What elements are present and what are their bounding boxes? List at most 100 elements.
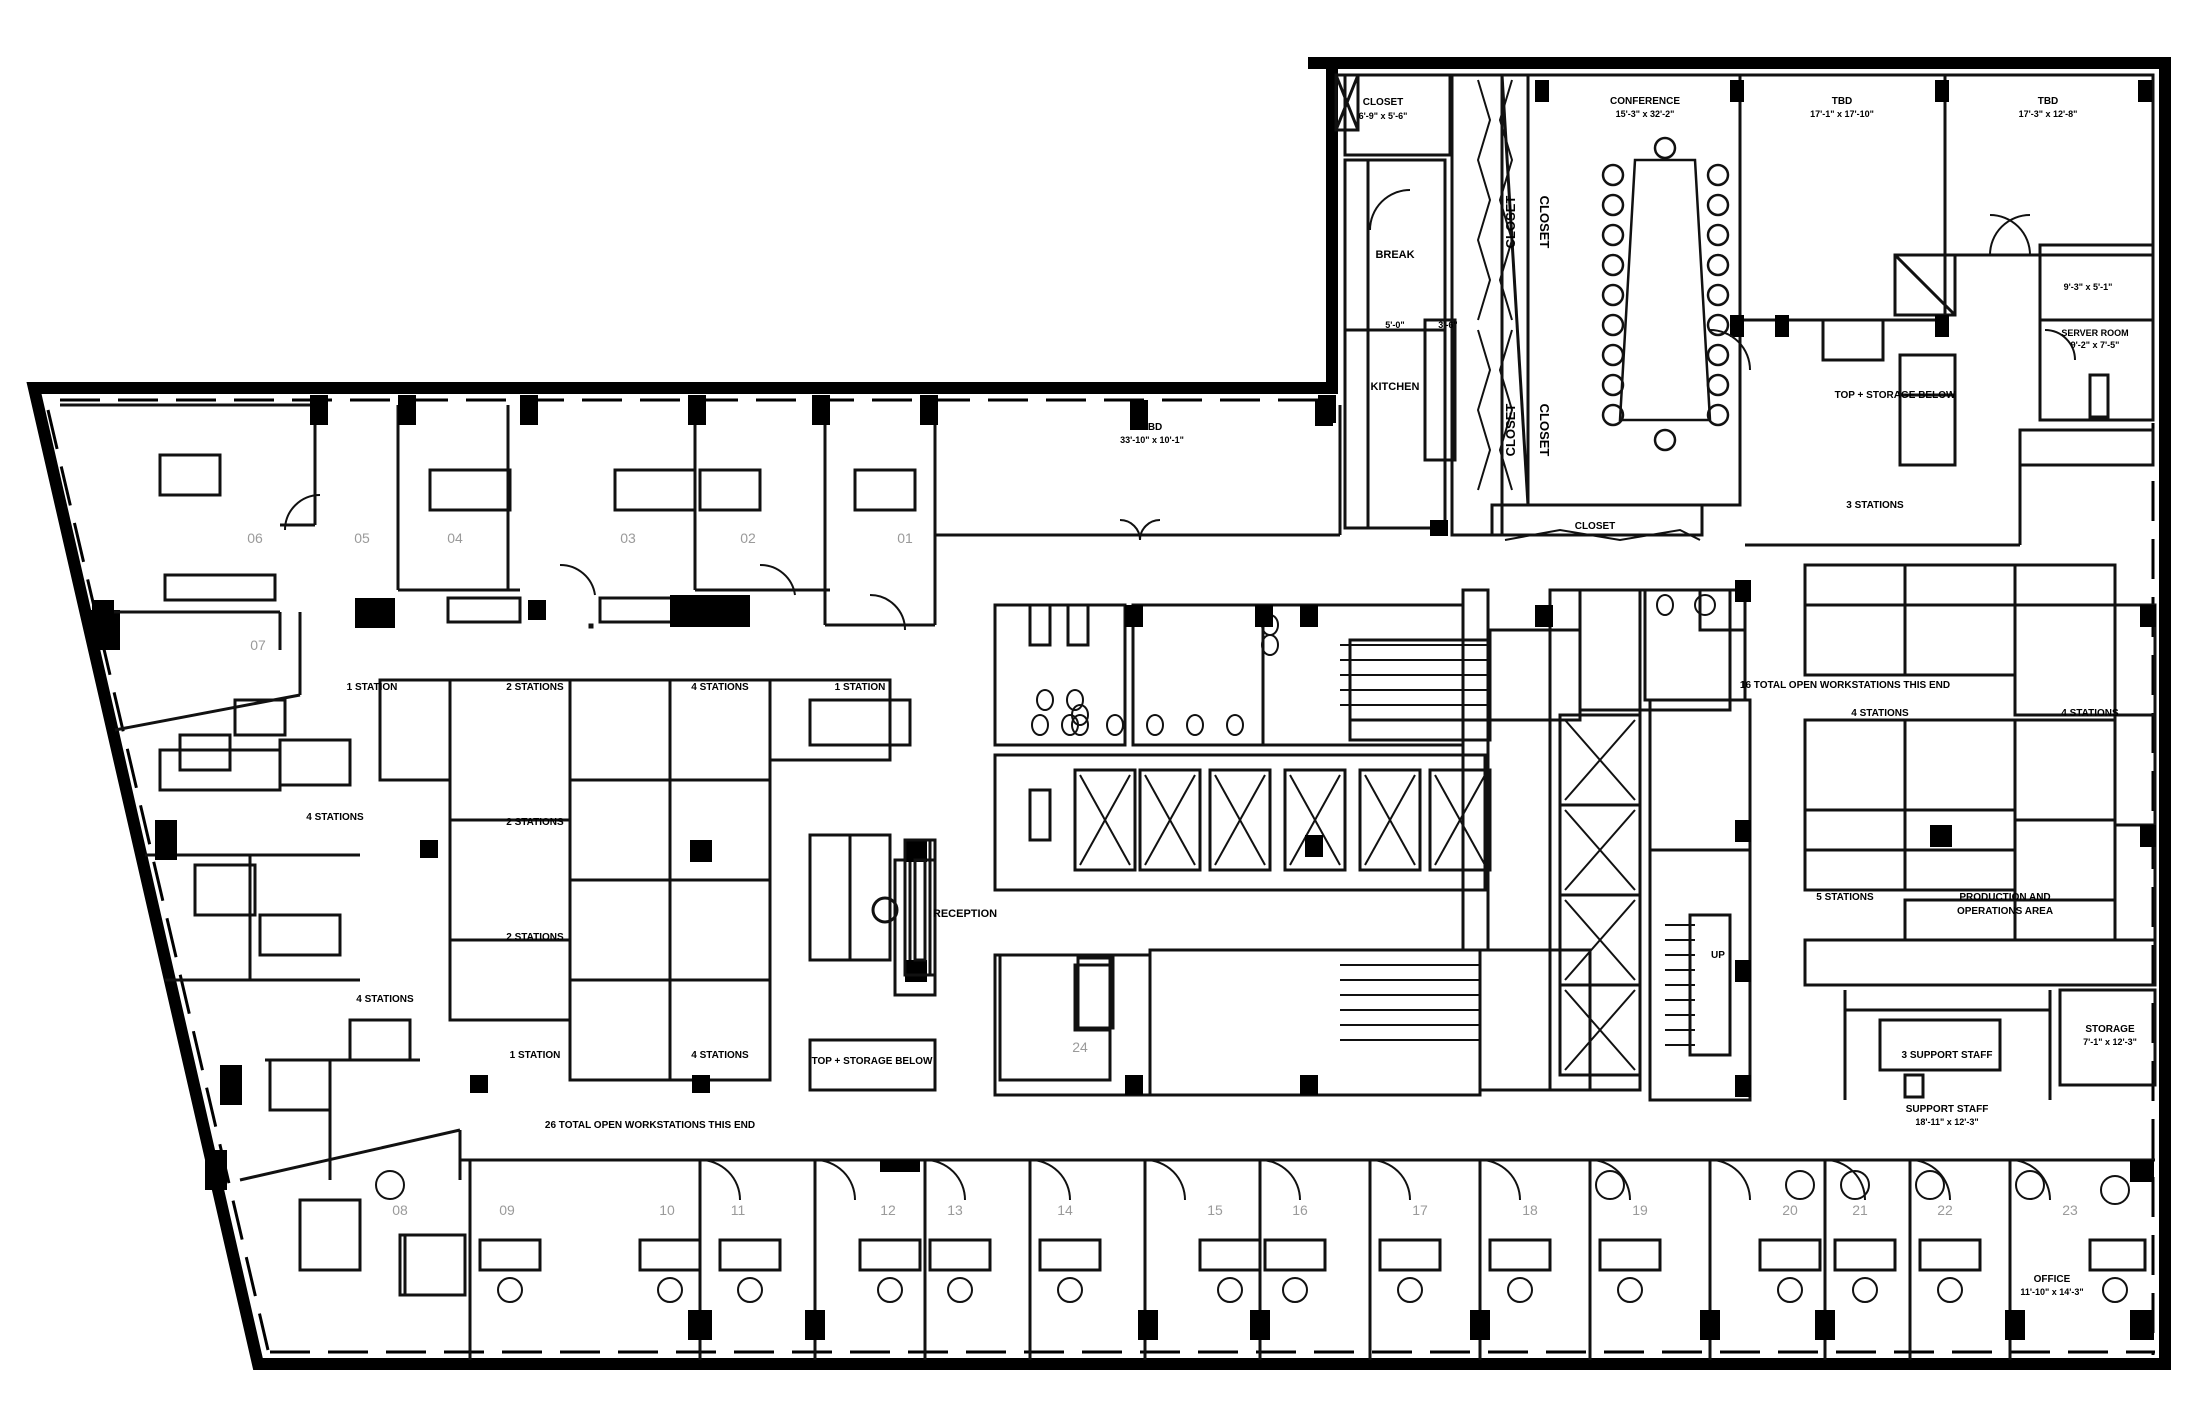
office-number-02: 02: [740, 530, 756, 546]
office-number-12: 12: [880, 1202, 896, 1218]
tbd-1-name: TBD: [1832, 96, 1853, 107]
top-office-columns: [90, 395, 1448, 650]
kitchen-dim-a: 5'-0": [1385, 320, 1404, 330]
server-room-dim: 9'-2" x 7'-5": [2071, 340, 2120, 350]
reception-desk: [871, 838, 1112, 1082]
closet-vertical-3: CLOSET: [1503, 404, 1518, 457]
storage-name: STORAGE: [2085, 1024, 2135, 1035]
conference-table: [1601, 136, 1730, 452]
central-workstations: [378, 678, 937, 1092]
office-number-09: 09: [499, 1202, 515, 1218]
closet-top-name: CLOSET: [1363, 97, 1404, 108]
office-number-23: 23: [2062, 1202, 2078, 1218]
office-chairs: [375, 1170, 2130, 1303]
storage-dim: 7'-1" x 12'-3": [2083, 1037, 2137, 1047]
left-wedge-walls: [100, 573, 467, 1297]
top-storage-left: TOP + STORAGE BELOW: [812, 1056, 933, 1067]
station-label: 2 STATIONS: [506, 817, 564, 828]
station-labels: 1 STATION 2 STATIONS 4 STATIONS 1 STATIO…: [306, 500, 2119, 1131]
reception-label: RECEPTION: [933, 908, 997, 920]
closet-vertical-2: CLOSET: [1537, 196, 1552, 249]
support-staff-dim: 18'-11" x 12'-3": [1915, 1117, 1978, 1127]
kitchen-label: KITCHEN: [1371, 381, 1420, 393]
top-wing-walls: [1334, 73, 2155, 537]
closet-top-dim: 6'-9" x 5'-6": [1359, 111, 1408, 121]
office-numbers: 01 02 03 04 05 06 07 08 09 10 11 12 13 1…: [247, 530, 2078, 1218]
office-number-03: 03: [620, 530, 636, 546]
office-number-10: 10: [659, 1202, 675, 1218]
office-number-14: 14: [1057, 1202, 1073, 1218]
tbd-center-name: TBD: [1142, 422, 1163, 433]
office-number-21: 21: [1852, 1202, 1868, 1218]
office-23-dim: 11'-10" x 14'-3": [2020, 1287, 2083, 1297]
server-room-name: SERVER ROOM: [2061, 328, 2128, 338]
tbd-center-dim: 33'-10" x 10'-1": [1120, 435, 1184, 445]
closet-bottom-label: CLOSET: [1575, 521, 1616, 532]
office-number-15: 15: [1207, 1202, 1223, 1218]
office-number-08: 08: [392, 1202, 408, 1218]
right-workstations: [1745, 430, 2157, 987]
office-number-17: 17: [1412, 1202, 1428, 1218]
office-number-05: 05: [354, 530, 370, 546]
tbd-1-dim: 17'-1" x 17'-10": [1810, 109, 1874, 119]
break-label: BREAK: [1375, 249, 1414, 261]
core-walls: [993, 588, 1752, 1102]
office-number-04: 04: [447, 530, 463, 546]
support-staff-3: 3 SUPPORT STAFF: [1902, 1050, 1993, 1061]
office-number-13: 13: [947, 1202, 963, 1218]
office-number-11: 11: [731, 1202, 746, 1218]
operations-label: OPERATIONS AREA: [1957, 906, 2053, 917]
station-label: 1 STATION: [835, 682, 886, 693]
station-label: 3 STATIONS: [1846, 500, 1904, 511]
stair-treads: [1340, 644, 1695, 1046]
bottom-offices: [398, 1158, 2155, 1360]
station-label: 1 STATION: [510, 1050, 561, 1061]
office-number-07: 07: [250, 637, 266, 653]
closet-vertical-1: CLOSET: [1503, 196, 1518, 249]
station-label: 4 STATIONS: [306, 812, 364, 823]
closet-vertical-4: CLOSET: [1537, 404, 1552, 457]
left-wedge-columns: [92, 600, 488, 1190]
office-number-06: 06: [247, 530, 263, 546]
support-staff-name: SUPPORT STAFF: [1906, 1104, 1989, 1115]
office-number-22: 22: [1937, 1202, 1953, 1218]
restroom-fixtures: [1031, 594, 1716, 736]
station-label: 4 STATIONS: [691, 682, 749, 693]
closet-doors: [1369, 79, 2076, 542]
production-label: PRODUCTION AND: [1959, 892, 2050, 903]
tbd-2-dim: 17'-3" x 12'-8": [2019, 109, 2078, 119]
office-23-name: OFFICE: [2034, 1274, 2071, 1285]
exterior-walls: [26, 57, 2171, 1370]
office-number-01: 01: [897, 530, 913, 546]
right-total-label: 16 TOTAL OPEN WORKSTATIONS THIS END: [1740, 680, 1950, 691]
station-label: 2 STATIONS: [506, 932, 564, 943]
top-storage-right: TOP + STORAGE BELOW: [1835, 390, 1956, 401]
station-label: 4 STATIONS: [691, 1050, 749, 1061]
office-number-20: 20: [1782, 1202, 1798, 1218]
office-number-19: 19: [1632, 1202, 1648, 1218]
conference-dim: 15'-3" x 32'-2": [1616, 109, 1675, 119]
bottom-columns: [688, 1160, 2154, 1340]
office-number-24: 24: [1072, 1039, 1088, 1055]
station-label: 1 STATION: [347, 682, 398, 693]
elevator-crosses: [1079, 719, 1636, 1071]
left-total-label: 26 TOTAL OPEN WORKSTATIONS THIS END: [545, 1120, 755, 1131]
support-walls: [1843, 988, 2157, 1100]
station-label: 4 STATIONS: [1851, 708, 1909, 719]
kitchen-dim-b: 3'-6": [1438, 320, 1457, 330]
stair-up-label: UP: [1711, 950, 1725, 961]
office-number-18: 18: [1522, 1202, 1538, 1218]
conference-name: CONFERENCE: [1610, 96, 1680, 107]
station-label: 4 STATIONS: [2061, 708, 2119, 719]
core-columns: [1125, 580, 1751, 1097]
right-columns: [1930, 605, 2156, 847]
tbd-2-name: TBD: [2038, 96, 2059, 107]
room-labels: CLOSET 6'-9" x 5'-6" BREAK KITCHEN 5'-0"…: [812, 96, 2137, 1297]
top-wing-columns: [1318, 80, 2152, 536]
office-number-16: 16: [1292, 1202, 1308, 1218]
station-label: 2 STATIONS: [506, 682, 564, 693]
small-room-dim: 9'-3" x 5'-1": [2064, 282, 2113, 292]
bottom-door-swings: [699, 1159, 2051, 1201]
office-doors: [284, 494, 1161, 631]
